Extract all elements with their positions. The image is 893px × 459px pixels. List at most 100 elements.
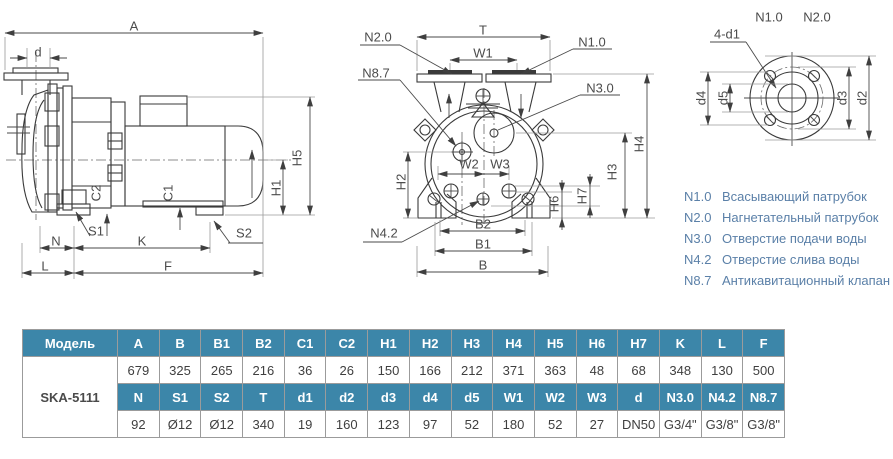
- cell-value: 212: [450, 356, 494, 384]
- col-header: T: [242, 383, 285, 411]
- cell-value: 180: [492, 410, 535, 438]
- cell-value: 19: [283, 410, 327, 438]
- dim-label-d: d: [34, 44, 42, 60]
- cell-value: 363: [533, 356, 577, 384]
- legend-item: N1.0 Всасывающий патрубок: [684, 186, 890, 207]
- legend-label: Антикавитационный клапан: [722, 273, 891, 288]
- col-header: H7: [617, 329, 660, 357]
- dim-label-d3: d3: [834, 90, 850, 106]
- col-header: H3: [450, 329, 494, 357]
- cell-value: G3/8": [742, 410, 785, 438]
- dim-label-S2: S2: [236, 225, 252, 241]
- dim-label-C1: C1: [160, 184, 176, 202]
- cell-value: 265: [200, 356, 244, 384]
- pump-side-view: [3, 30, 315, 279]
- col-header: W3: [575, 383, 619, 411]
- table-value-row-2: 92 Ø12 Ø12 340 19 160 123 97 52 180 52 2…: [23, 410, 785, 438]
- col-header: N3.0: [658, 383, 702, 411]
- dim-label-N: N: [51, 233, 61, 249]
- dim-label-C2: C2: [88, 184, 104, 202]
- col-header: A: [117, 329, 160, 357]
- dim-label-W2: W2: [459, 156, 479, 172]
- dim-label-4-d1: 4-d1: [713, 26, 741, 42]
- col-header: W2: [533, 383, 577, 411]
- dim-label-F: F: [164, 258, 172, 274]
- port-label-N4-2: N4.2: [370, 225, 398, 241]
- cell-value: 26: [325, 356, 369, 384]
- dim-label-H1: H1: [268, 179, 284, 197]
- cell-value: 68: [617, 356, 660, 384]
- dim-label-H5: H5: [289, 149, 305, 167]
- col-header: H6: [575, 329, 619, 357]
- dim-label-H7: H7: [574, 187, 590, 205]
- legend-item: N8.7 Антикавитационный клапан: [684, 270, 890, 291]
- flange-label-N2-0: N2.0: [803, 9, 831, 25]
- col-header: F: [742, 329, 785, 357]
- dim-label-d2: d2: [854, 90, 870, 106]
- cell-value: 97: [408, 410, 452, 438]
- cell-value: Ø12: [158, 410, 202, 438]
- col-header: W1: [492, 383, 535, 411]
- legend-code: N1.0: [684, 189, 712, 204]
- legend-item: N3.0 Отверстие подачи воды: [684, 228, 890, 249]
- cell-value: 52: [450, 410, 494, 438]
- dim-label-T: T: [479, 22, 487, 38]
- col-header: H5: [533, 329, 577, 357]
- table-header-row-2: N S1 S2 T d1 d2 d3 d4 d5 W1 W2 W3 d N3.0…: [23, 383, 785, 411]
- dim-label-W3: W3: [490, 156, 510, 172]
- flange-label-N1-0: N1.0: [755, 9, 783, 25]
- col-header: C2: [325, 329, 369, 357]
- col-header: N: [117, 383, 160, 411]
- cell-value: 52: [533, 410, 577, 438]
- cell-value: 325: [158, 356, 202, 384]
- dim-label-B1: B1: [475, 236, 491, 252]
- cell-value: 371: [492, 356, 535, 384]
- dim-label-B2: B2: [475, 216, 491, 232]
- legend-label: Отверстие слива воды: [722, 252, 860, 267]
- dim-label-K: K: [137, 233, 147, 249]
- port-label-N1-0: N1.0: [578, 34, 606, 50]
- pump-technical-drawing: [3, 30, 876, 279]
- cell-value: 48: [575, 356, 619, 384]
- port-legend: N1.0 Всасывающий патрубок N2.0 Нагнетате…: [684, 186, 890, 291]
- col-header: L: [700, 329, 744, 357]
- col-header: d5: [450, 383, 494, 411]
- cell-value: 36: [283, 356, 327, 384]
- legend-label: Отверстие подачи воды: [722, 231, 867, 246]
- col-header: d: [617, 383, 660, 411]
- dim-label-S1: S1: [88, 223, 104, 239]
- cell-value: 27: [575, 410, 619, 438]
- model-header-cell: Модель: [22, 329, 118, 357]
- dim-label-W1: W1: [473, 45, 493, 61]
- legend-code: N3.0: [684, 231, 712, 246]
- dim-label-d5: d5: [715, 90, 731, 106]
- dimension-labels: A d C2 C1 S1 S2 N K L F H1 H5 T W1 N2.0 …: [34, 9, 870, 274]
- col-header: B1: [200, 329, 244, 357]
- legend-label: Нагнетательный патрубок: [722, 210, 879, 225]
- legend-code: N8.7: [684, 273, 712, 288]
- dimension-table: Модель A B B1 B2 C1 C2 H1 H2 H3 H4 H5 H6…: [22, 329, 785, 438]
- col-header: K: [658, 329, 702, 357]
- cell-value: G3/4": [658, 410, 702, 438]
- legend-item: N4.2 Отверстие слива воды: [684, 249, 890, 270]
- col-header: S1: [158, 383, 202, 411]
- legend-code: N2.0: [684, 210, 712, 225]
- col-header: H4: [492, 329, 535, 357]
- col-header: B2: [242, 329, 285, 357]
- table-header-row-1: Модель A B B1 B2 C1 C2 H1 H2 H3 H4 H5 H6…: [22, 329, 785, 357]
- cell-value: 340: [242, 410, 285, 438]
- col-header: H2: [408, 329, 452, 357]
- dim-label-L: L: [41, 258, 49, 274]
- legend-code: N4.2: [684, 252, 712, 267]
- legend-label: Всасывающий патрубок: [722, 189, 867, 204]
- cell-value: 123: [367, 410, 410, 438]
- dim-label-B: B: [478, 257, 488, 273]
- dim-label-H6: H6: [546, 195, 562, 213]
- dim-label-d4: d4: [693, 90, 709, 106]
- cell-value: DN50: [617, 410, 660, 438]
- cell-value: 92: [117, 410, 160, 438]
- model-cell: SKA-5111: [22, 356, 118, 438]
- cell-value: 216: [242, 356, 285, 384]
- cell-value: 348: [658, 356, 702, 384]
